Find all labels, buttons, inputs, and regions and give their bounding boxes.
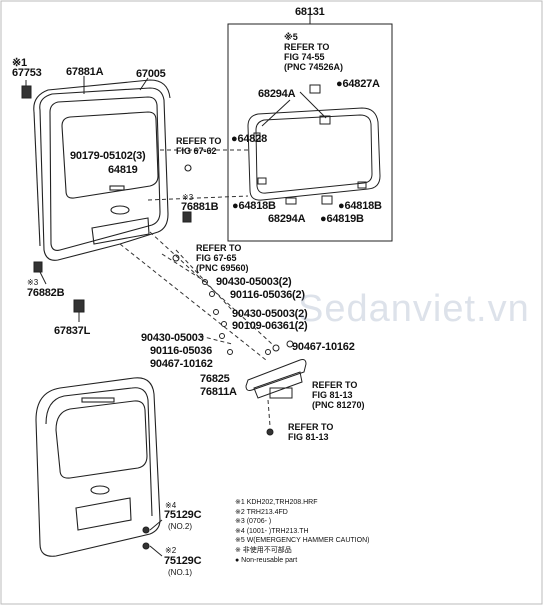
part-label-75129C-no2: 75129C: [164, 509, 202, 521]
part-label-90467-2: 90467-10162: [292, 341, 355, 353]
part-label-64827A: ●64827A: [336, 78, 380, 90]
part-label-68294A-top: 68294A: [258, 88, 296, 100]
part-label-68294A-bottom: 68294A: [268, 213, 306, 225]
assembly-number-label: 68131: [295, 6, 325, 18]
note-no1: (NO.1): [168, 568, 192, 577]
part-label-76811A: 76811A: [200, 386, 237, 398]
legend-item-3: ※3 (0706- ): [235, 518, 272, 526]
part-label-76881B: 76881B: [181, 201, 219, 213]
part-label-67837L: 67837L: [54, 325, 91, 337]
part-mark-3: ※3: [182, 193, 194, 202]
reference-fig-67-65[interactable]: REFER TO FIG 67-65 (PNC 69560): [196, 243, 249, 273]
part-label-90109: 90109-06361(2): [232, 320, 308, 332]
part-label-64818B-right: ●64818B: [338, 200, 382, 212]
part-label-90467-1: 90467-10162: [150, 358, 213, 370]
part-label-76882B: 76882B: [27, 287, 65, 299]
legend-item-2: ※2 TRH213.4FD: [235, 508, 288, 516]
legend-item-5: ※5 W(EMERGENCY HAMMER CAUTION): [235, 537, 370, 545]
part-label-64828: ●64828: [231, 133, 268, 145]
legend-item-4: ※4 (1001- )TRH213.TH: [235, 527, 309, 535]
watermark: Sedanviet.vn: [298, 288, 530, 330]
part-label-64819: 64819: [108, 164, 138, 176]
part-mark-2: ※2: [165, 546, 177, 555]
legend-item-6: ※ 非使用不可部品: [235, 546, 292, 554]
legend: ※1 KDH202,TRH208.HRF ※2 TRH213.4FD ※3 (0…: [235, 498, 535, 565]
part-label-64818B-left: ●64818B: [232, 200, 276, 212]
part-label-76825: 76825: [200, 373, 230, 385]
reference-fig-81-13-b[interactable]: REFER TO FIG 81-13: [288, 422, 334, 442]
garnish-assembly: [245, 340, 307, 436]
part-mark-3b: ※3: [27, 278, 39, 287]
note-no2: (NO.2): [168, 522, 192, 531]
part-label-90116-1: 90116-05036(2): [230, 289, 305, 301]
back-glass: [247, 84, 381, 205]
legend-item-1: ※1 KDH202,TRH208.HRF: [235, 499, 318, 506]
part-label-90430-1: 90430-05003(2): [216, 276, 292, 288]
back-door-lower: [35, 377, 161, 557]
part-label-67005: 67005: [136, 68, 166, 80]
part-label-67753: ※1 67753: [12, 57, 42, 79]
part-label-90179: 90179-05102(3): [70, 150, 146, 162]
reference-fig-74-55[interactable]: ※5 REFER TO FIG 74-55 (PNC 74526A): [284, 32, 344, 72]
part-label-64819B: ●64819B: [320, 213, 364, 225]
back-door-upper: [33, 79, 192, 261]
reference-fig-81-13-a[interactable]: REFER TO FIG 81-13 (PNC 81270): [312, 380, 365, 410]
part-mark-4: ※4: [165, 501, 177, 510]
reference-fig-67-62[interactable]: REFER TO FIG 67-62: [176, 136, 222, 156]
part-label-90116-2: 90116-05036: [150, 345, 213, 357]
part-label-67753-text: ※1 67753: [12, 57, 42, 79]
part-label-90430-2: 90430-05003(2): [232, 308, 308, 320]
part-label-75129C-no1: 75129C: [164, 555, 202, 567]
part-label-67881A: 67881A: [66, 66, 104, 78]
legend-item-7: ● Non-reusable part: [235, 556, 298, 564]
part-label-90430-3: 90430-05003: [141, 332, 204, 344]
